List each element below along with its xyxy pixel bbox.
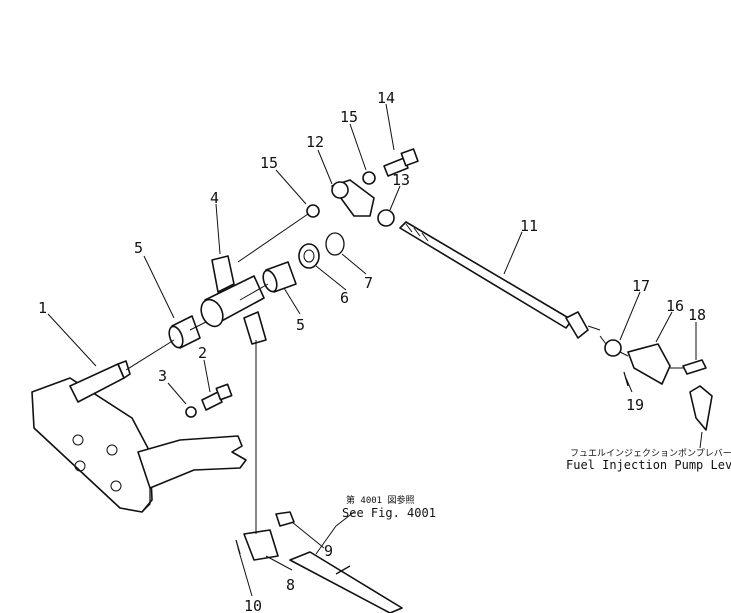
callout-5a: 5 bbox=[134, 239, 143, 257]
pump-lever-label-jp: フュエルインジェクションポンプレバー bbox=[570, 448, 731, 459]
callout-17: 17 bbox=[632, 277, 650, 295]
leader-lines bbox=[47, 103, 703, 597]
bolt-9 bbox=[275, 511, 295, 527]
callout-19: 19 bbox=[626, 396, 644, 414]
linkage-cable bbox=[289, 551, 403, 613]
nut-13 bbox=[377, 209, 395, 227]
washer-3 bbox=[185, 406, 197, 418]
callout-4: 4 bbox=[210, 189, 219, 207]
washer-15-right bbox=[362, 171, 376, 185]
callout-16: 16 bbox=[666, 297, 684, 315]
callout-8: 8 bbox=[286, 576, 295, 594]
callout-numbers: 1 2 3 4 5 5 6 7 8 9 10 11 12 13 14 15 15… bbox=[38, 89, 706, 613]
reference-notes: 第 4001 図参照 See Fig. 4001 フュエルインジェクションポンプ… bbox=[342, 448, 731, 520]
see-fig-note-jp: 第 4001 図参照 bbox=[346, 494, 415, 506]
callout-11: 11 bbox=[520, 217, 538, 235]
see-fig-note: See Fig. 4001 bbox=[342, 506, 436, 520]
callout-15a: 15 bbox=[260, 154, 278, 172]
callout-1: 1 bbox=[38, 299, 47, 317]
bushing-5-right bbox=[262, 261, 297, 293]
assembly-lines bbox=[125, 213, 684, 534]
washer-6 bbox=[298, 243, 320, 269]
lever-boss-4 bbox=[200, 255, 267, 345]
callout-6: 6 bbox=[340, 289, 349, 307]
callout-3: 3 bbox=[158, 367, 167, 385]
rod-end-12 bbox=[331, 179, 375, 217]
callout-12: 12 bbox=[306, 133, 324, 151]
callout-14: 14 bbox=[377, 89, 395, 107]
callout-10: 10 bbox=[244, 597, 262, 613]
pump-lever-label: Fuel Injection Pump Lever bbox=[566, 458, 731, 472]
clevis-8 bbox=[243, 529, 279, 561]
pump-lever bbox=[689, 385, 713, 431]
washer-15-left bbox=[306, 204, 320, 218]
callout-13: 13 bbox=[392, 171, 410, 189]
callout-5b: 5 bbox=[296, 316, 305, 334]
base-plate-bracket bbox=[31, 360, 247, 513]
callout-15b: 15 bbox=[340, 108, 358, 126]
clevis-16 bbox=[627, 343, 671, 385]
bolt-18 bbox=[682, 359, 707, 375]
snap-ring-7 bbox=[325, 232, 345, 256]
bushing-5-left bbox=[168, 315, 201, 349]
callout-18: 18 bbox=[688, 306, 706, 324]
callout-7: 7 bbox=[364, 274, 373, 292]
bolt-2 bbox=[201, 383, 233, 411]
callout-9: 9 bbox=[324, 542, 333, 560]
nut-17 bbox=[604, 339, 622, 357]
bolt-14 bbox=[383, 148, 419, 177]
callout-2: 2 bbox=[198, 344, 207, 362]
rod-11 bbox=[399, 221, 601, 339]
